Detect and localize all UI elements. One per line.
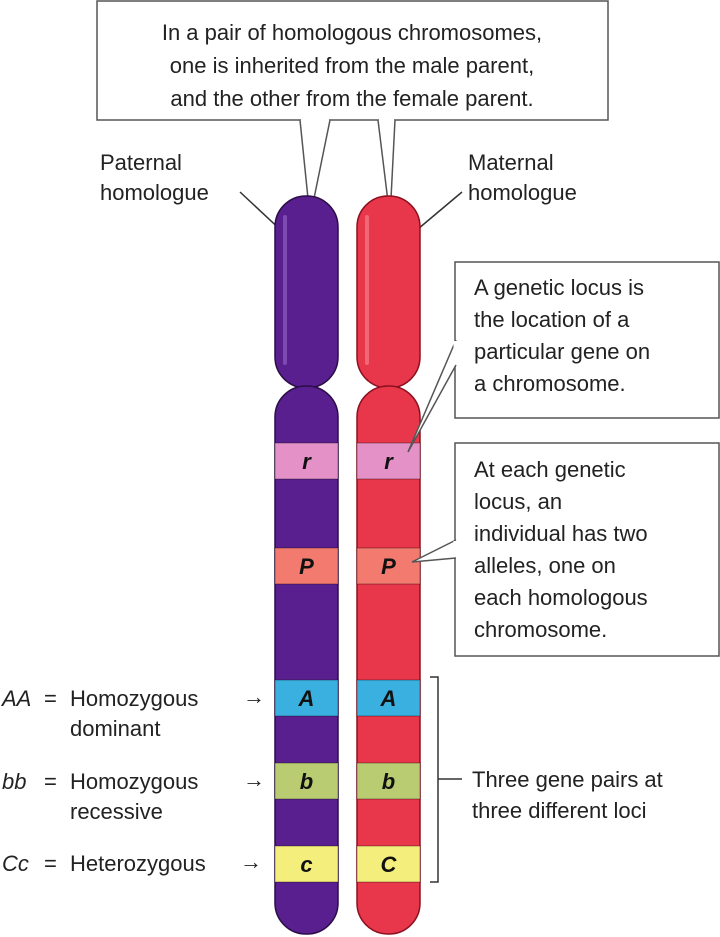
allele-label: r [384, 449, 394, 474]
callout-line: one is inherited from the male parent, [170, 53, 534, 78]
allele-label: b [382, 769, 395, 794]
band-paternal-P: P [274, 547, 339, 585]
callout-line: a chromosome. [474, 371, 626, 396]
band-rect [356, 845, 421, 883]
band-rect [274, 845, 339, 883]
callout-line: A genetic locus is [474, 275, 644, 300]
genotype-description: Heterozygous [70, 851, 206, 876]
callout-line: alleles, one on [474, 553, 616, 578]
svg-text:→: → [240, 849, 262, 874]
genotype-description: Homozygous [70, 686, 198, 711]
svg-text:=: = [44, 769, 57, 794]
svg-text:=: = [44, 686, 57, 711]
band-rect [274, 547, 339, 585]
band-rect [274, 442, 339, 480]
band-rect [274, 762, 339, 800]
svg-text:→: → [243, 767, 265, 792]
genotype-Cc: Cc = Heterozygous → [2, 849, 262, 876]
band-rect [356, 762, 421, 800]
band-maternal-C: C [356, 845, 421, 883]
allele-label: c [300, 852, 312, 877]
allele-label: P [381, 554, 396, 579]
band-rect [274, 679, 339, 717]
maternal-label: homologue [468, 180, 577, 205]
svg-text:→: → [243, 684, 265, 709]
svg-text:Cc: Cc [2, 851, 29, 876]
allele-label: C [381, 852, 398, 877]
band-paternal-b: b [274, 762, 339, 800]
allele-label: A [380, 686, 397, 711]
svg-text:bb: bb [2, 769, 26, 794]
svg-text:=: = [44, 851, 57, 876]
callout-alleles: At each genetic locus, an individual has… [411, 442, 720, 657]
genotype-description: recessive [70, 799, 163, 824]
band-paternal-c: c [274, 845, 339, 883]
callout-line: individual has two [474, 521, 648, 546]
band-maternal-P: P [356, 547, 421, 585]
band-rect [356, 547, 421, 585]
band-maternal-b: b [356, 762, 421, 800]
callout-line: At each genetic [474, 457, 626, 482]
genotype-description: Homozygous [70, 769, 198, 794]
callout-line: In a pair of homologous chromosomes, [162, 20, 542, 45]
callout-line: particular gene on [474, 339, 650, 364]
callout-line: chromosome. [474, 617, 607, 642]
gene-pairs-bracket: Three gene pairs at three different loci [430, 676, 663, 883]
allele-label: P [299, 554, 314, 579]
maternal-label: Maternal [468, 150, 554, 175]
callout-line: and the other from the female parent. [170, 86, 533, 111]
band-maternal-A: A [356, 679, 421, 717]
allele-label: b [300, 769, 313, 794]
callout-line: each homologous [474, 585, 648, 610]
bracket-label: Three gene pairs at [472, 767, 663, 792]
bracket-label: three different loci [472, 798, 646, 823]
band-paternal-r: r [274, 442, 339, 480]
paternal-label: homologue [100, 180, 209, 205]
band-paternal-A: A [274, 679, 339, 717]
callout-line: locus, an [474, 489, 562, 514]
svg-text:AA: AA [0, 686, 31, 711]
genotype-AA: AA = Homozygous dominant → [0, 684, 265, 741]
callout-genetic-locus: A genetic locus is the location of a par… [407, 261, 720, 453]
genotype-bb: bb = Homozygous recessive → [2, 767, 265, 824]
paternal-label: Paternal [100, 150, 182, 175]
genotype-description: dominant [70, 716, 161, 741]
band-rect [356, 679, 421, 717]
allele-label: A [298, 686, 315, 711]
allele-label: r [302, 449, 312, 474]
callout-homologous-pair: In a pair of homologous chromosomes, one… [96, 0, 609, 219]
callout-line: the location of a [474, 307, 630, 332]
